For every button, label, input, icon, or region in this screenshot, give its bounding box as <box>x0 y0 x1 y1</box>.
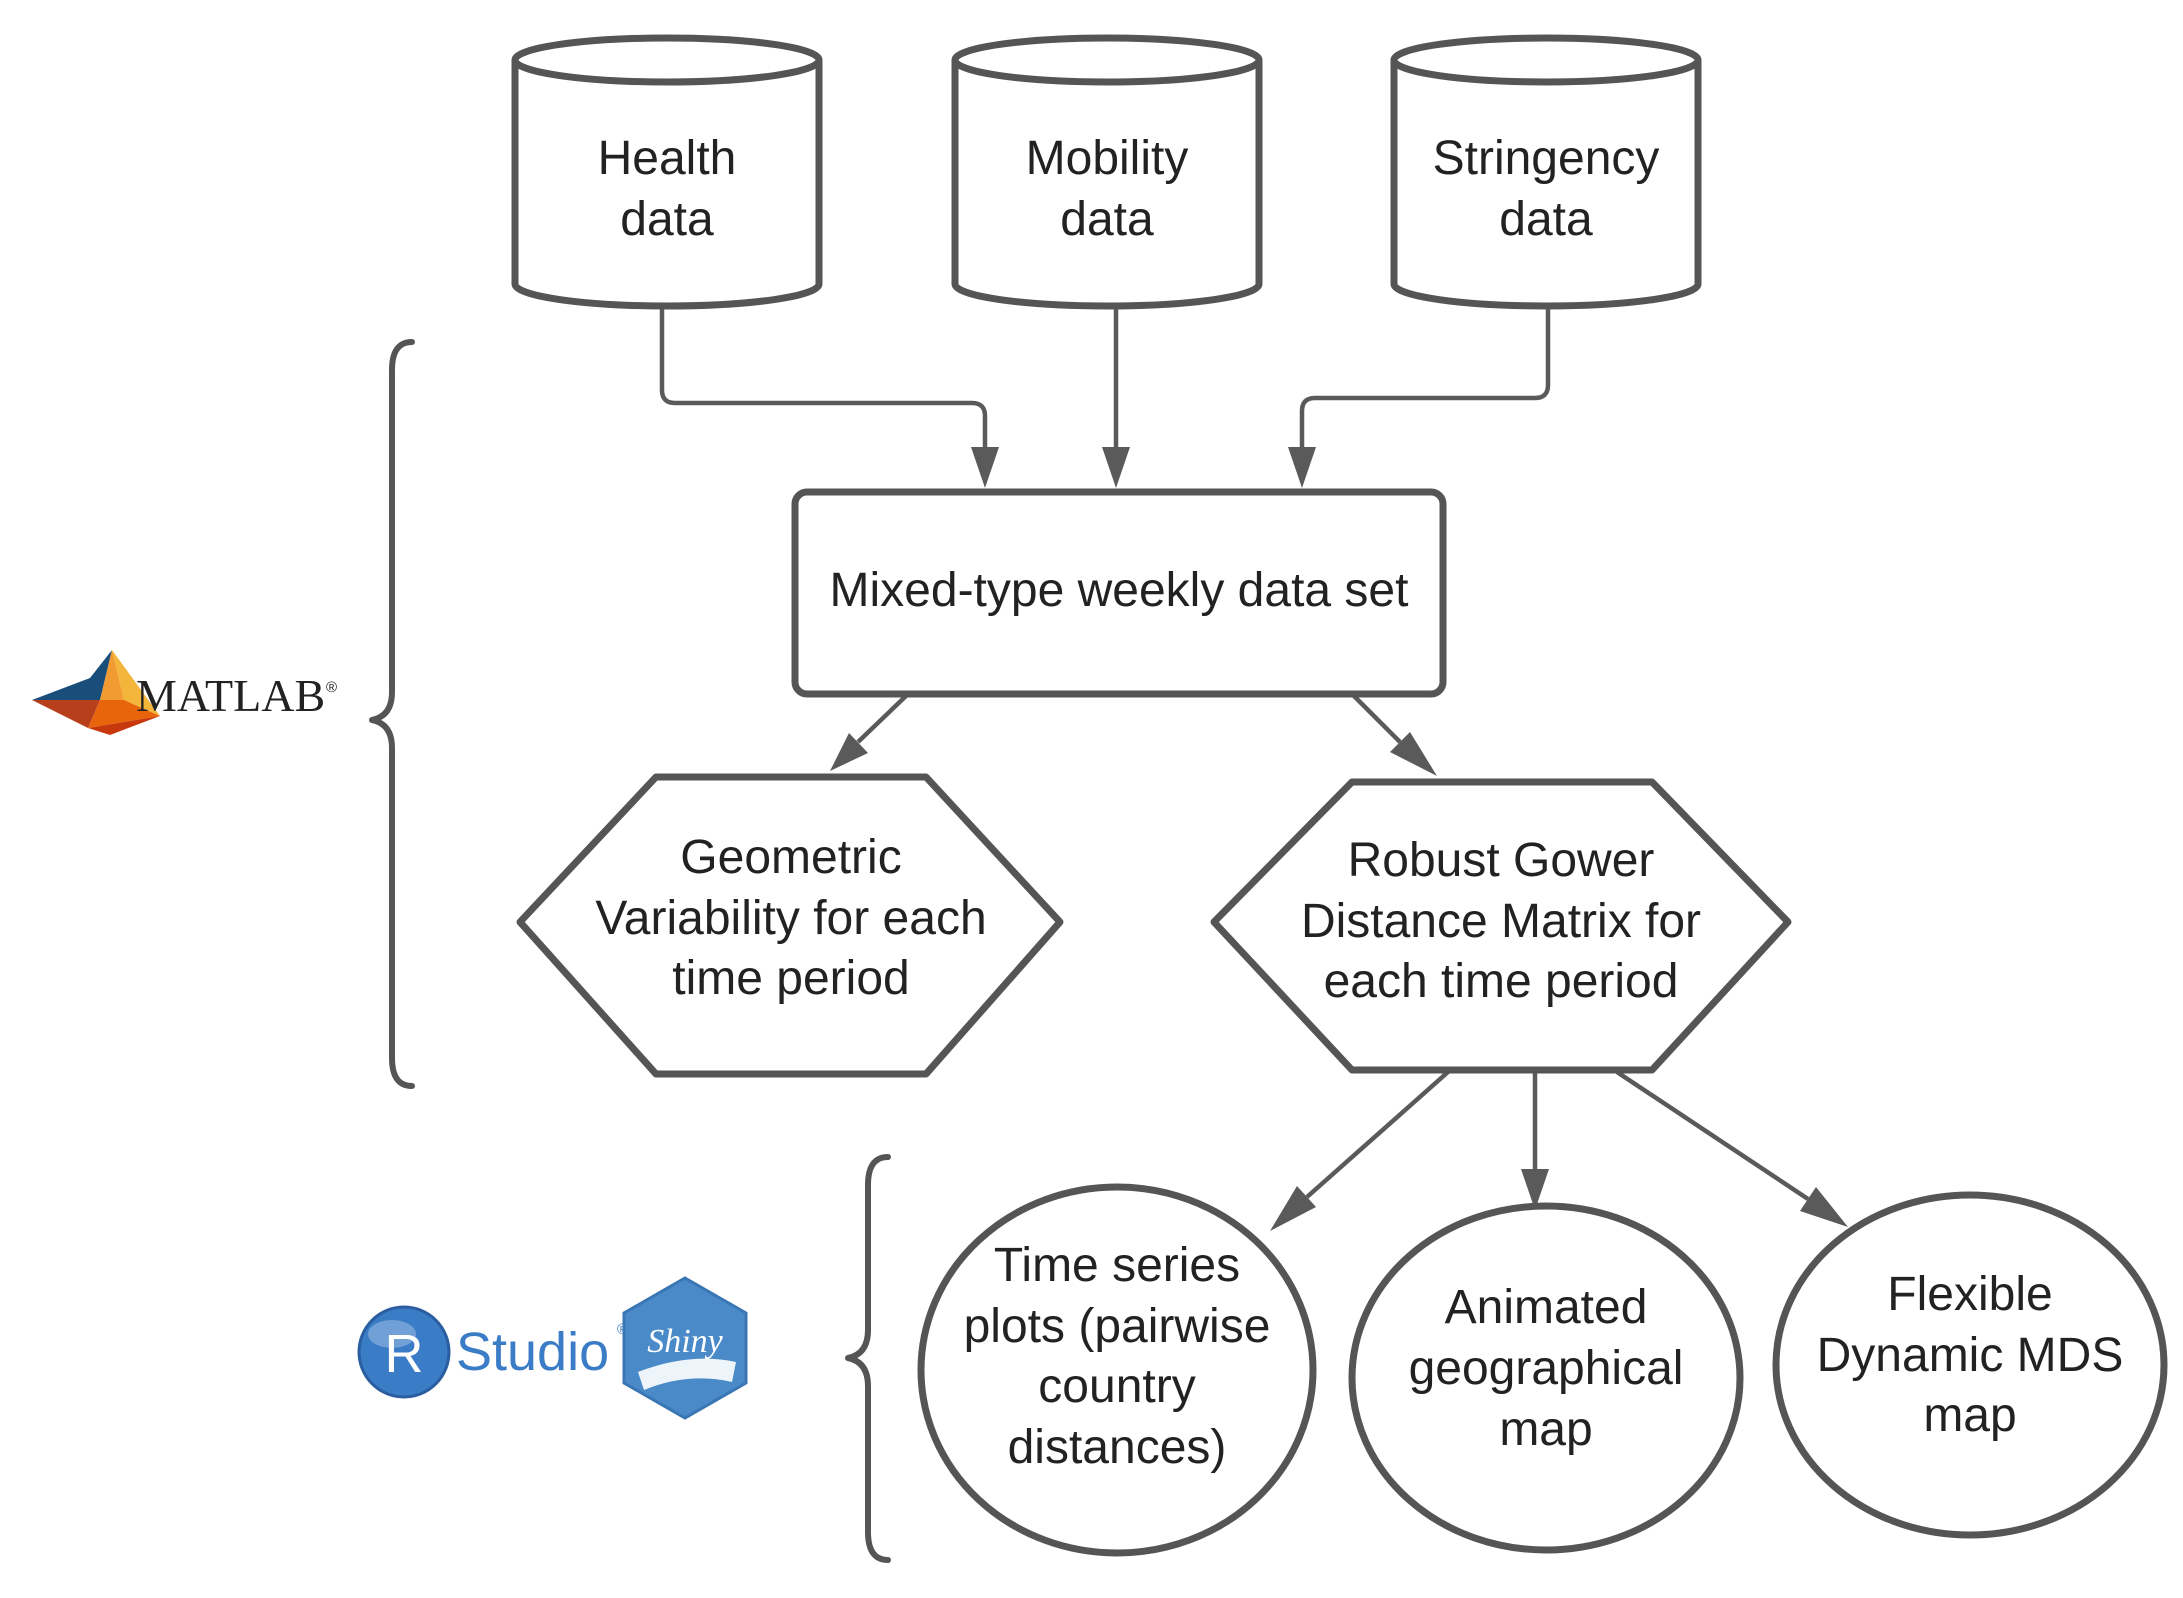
matlab-logo: MATLAB ® <box>32 650 337 735</box>
dynamic-mds-map-node: Flexible Dynamic MDS map <box>1772 1191 2168 1539</box>
health-data-node: Health data <box>511 34 823 310</box>
mixed-type-dataset-node: Mixed-type weekly data set <box>791 488 1447 698</box>
matlab-registered-mark: ® <box>326 679 337 696</box>
animated-map-label-line2: geographical <box>1409 1342 1684 1395</box>
rstudio-r-icon: R <box>357 1305 451 1399</box>
edge-dataset-to-gower <box>1351 693 1437 776</box>
robust-gower-node: Robust Gower Distance Matrix for each ti… <box>1210 778 1792 1074</box>
rstudio-r-letter: R <box>385 1324 424 1384</box>
mobility-data-node: Mobility data <box>951 34 1263 310</box>
health-data-label-line1: Health <box>598 132 737 185</box>
rstudio-logo: R Studio ® <box>357 1305 628 1399</box>
robust-gower-label-line1: Robust Gower <box>1348 834 1655 887</box>
geometric-variability-label-line2: Variability for each <box>595 892 986 945</box>
rstudio-wordmark: Studio <box>456 1322 609 1382</box>
dynamic-mds-label-line2: Dynamic MDS <box>1817 1329 2124 1382</box>
health-data-label-line2: data <box>620 193 714 246</box>
time-series-label-line1: Time series <box>994 1239 1240 1292</box>
rstudio-group-brace <box>845 1154 891 1563</box>
dynamic-mds-label-line3: map <box>1923 1389 2016 1442</box>
robust-gower-label-line2: Distance Matrix for <box>1301 895 1701 948</box>
shiny-logo: Shiny <box>622 1276 748 1420</box>
edge-gower-to-timeseries <box>1270 1070 1450 1231</box>
stringency-data-label-line1: Stringency <box>1433 132 1660 185</box>
matlab-wordmark: MATLAB <box>136 670 325 721</box>
edge-stringency-to-dataset <box>1288 305 1551 488</box>
edge-gower-to-mds <box>1615 1070 1848 1227</box>
geometric-variability-node: Geometric Variability for each time peri… <box>516 773 1064 1078</box>
edge-gower-to-animated <box>1521 1072 1549 1210</box>
mixed-type-dataset-label: Mixed-type weekly data set <box>830 564 1409 617</box>
time-series-label-line2: plots (pairwise <box>964 1300 1271 1353</box>
edge-health-to-dataset <box>659 308 999 488</box>
geometric-variability-label-line3: time period <box>672 952 909 1005</box>
animated-map-label-line3: map <box>1499 1403 1592 1456</box>
matlab-membrane-icon <box>32 650 160 735</box>
stringency-data-label-line2: data <box>1499 193 1593 246</box>
matlab-group-brace <box>369 339 415 1089</box>
time-series-label-line4: distances) <box>1008 1421 1227 1474</box>
edge-mobility-to-dataset <box>1102 305 1130 488</box>
dynamic-mds-label-line1: Flexible <box>1887 1268 2052 1321</box>
mobility-data-label-line1: Mobility <box>1026 132 1189 185</box>
edge-dataset-to-geometric <box>830 693 909 771</box>
shiny-wordmark: Shiny <box>647 1323 723 1360</box>
stringency-data-node: Stringency data <box>1390 34 1702 310</box>
time-series-plots-node: Time series plots (pairwise country dist… <box>917 1183 1317 1557</box>
animated-map-node: Animated geographical map <box>1348 1202 1744 1554</box>
geometric-variability-label-line1: Geometric <box>680 831 901 884</box>
time-series-label-line3: country <box>1038 1360 1195 1413</box>
robust-gower-label-line3: each time period <box>1324 955 1679 1008</box>
animated-map-label-line1: Animated <box>1445 1281 1648 1334</box>
mobility-data-label-line2: data <box>1060 193 1154 246</box>
